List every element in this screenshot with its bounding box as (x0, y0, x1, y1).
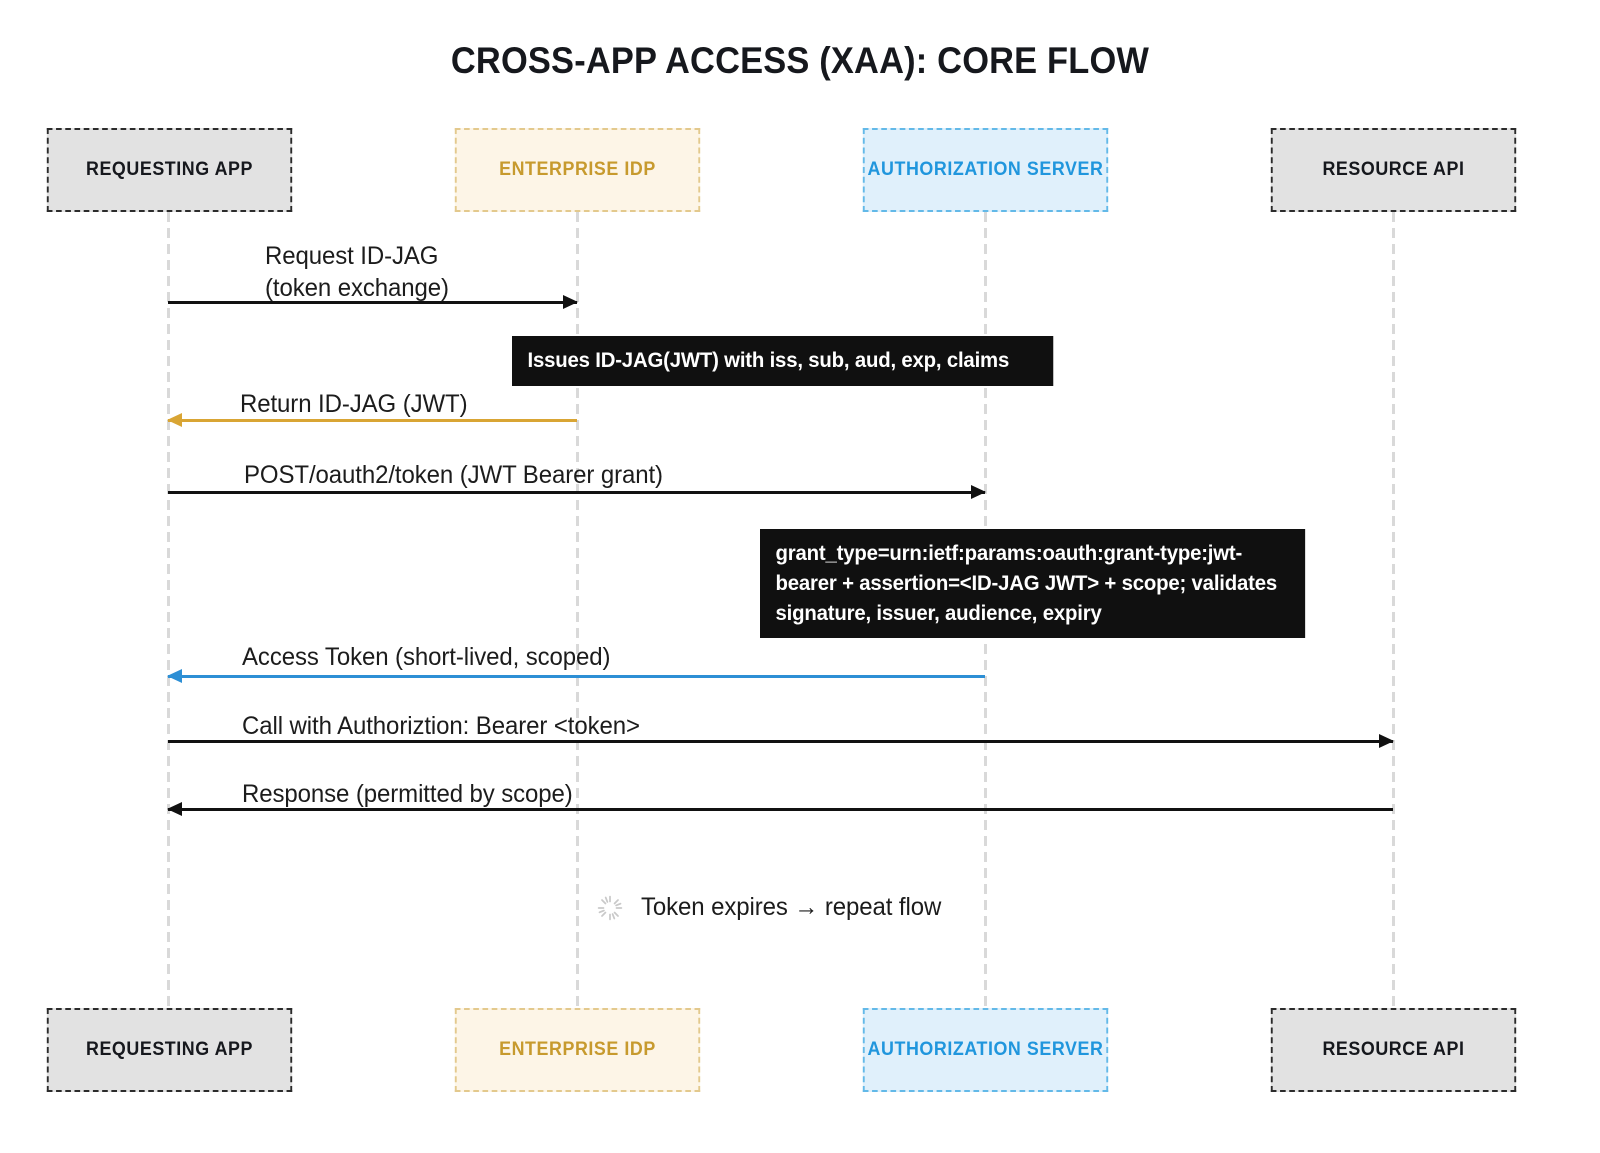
note-grant-type: grant_type=urn:ietf:params:oauth:grant-t… (760, 529, 1306, 639)
token-expiry-label: Token expires → repeat flow (641, 893, 942, 921)
participant-label: AUTHORIZATION SERVER (867, 159, 1104, 181)
participant-label: REQUESTING APP (85, 1039, 253, 1061)
message-arrow-response-scope (167, 802, 1393, 816)
message-label-post-oauth-token: POST/oauth2/token (JWT Bearer grant) (244, 461, 663, 489)
arrow-head (1379, 734, 1394, 748)
message-arrow-post-oauth-token (168, 485, 986, 499)
participant-top-enterprise-idp[interactable]: ENTERPRISE IdP (454, 128, 701, 212)
participant-top-requesting-app[interactable]: REQUESTING APP (46, 128, 293, 212)
note-issues-id-jag: Issues ID-JAG(JWT) with iss, sub, aud, e… (512, 336, 1054, 386)
token-expiry-marker: Token expires → repeat flow (597, 893, 954, 922)
message-arrow-request-id-jag (168, 295, 578, 309)
lifeline-requesting-app (167, 212, 170, 1012)
arrow-shaft (168, 675, 985, 678)
message-label-response-scope: Response (permitted by scope) (242, 780, 573, 808)
participant-label: ENTERPRISE IdP (499, 1039, 656, 1061)
participant-label: RESOURCE API (1322, 159, 1465, 181)
arrow-head (563, 295, 578, 309)
arrow-shaft (168, 808, 1393, 811)
participant-label: AUTHORIZATION SERVER (867, 1039, 1104, 1061)
participant-bottom-enterprise-idp[interactable]: ENTERPRISE IdP (454, 1008, 701, 1092)
arrow-shaft (168, 419, 577, 422)
message-label-request-id-jag: Request ID-JAG (token exchange) (265, 242, 449, 302)
arrow-head (167, 413, 182, 427)
message-arrow-call-with-bearer (168, 734, 1394, 748)
participant-top-authorization-server[interactable]: AUTHORIZATION SERVER (862, 128, 1109, 212)
message-arrow-return-id-jag (167, 413, 577, 427)
message-label-access-token: Access Token (short-lived, scoped) (242, 643, 611, 671)
arrow-shaft (168, 491, 985, 494)
participant-bottom-authorization-server[interactable]: AUTHORIZATION SERVER (862, 1008, 1109, 1092)
page-title: CROSS-APP ACCESS (XAA): CORE FLOW (450, 40, 1150, 81)
arrow-head (971, 485, 986, 499)
arrow-shaft (168, 301, 577, 304)
message-label-call-with-bearer: Call with Authoriztion: Bearer <token> (242, 712, 640, 740)
spinner-icon (597, 895, 623, 920)
participant-top-resource-api[interactable]: RESOURCE API (1270, 128, 1517, 212)
lifeline-enterprise-idp (576, 212, 579, 1012)
message-label-return-id-jag: Return ID-JAG (JWT) (240, 390, 468, 418)
participant-label: RESOURCE API (1322, 1039, 1465, 1061)
arrow-shaft (168, 740, 1393, 743)
arrow-head (167, 669, 182, 683)
message-arrow-access-token (167, 669, 985, 683)
participant-label: REQUESTING APP (85, 159, 253, 181)
participant-bottom-resource-api[interactable]: RESOURCE API (1270, 1008, 1517, 1092)
arrow-head (167, 802, 182, 816)
lifeline-resource-api (1392, 212, 1395, 1012)
participant-bottom-requesting-app[interactable]: REQUESTING APP (46, 1008, 293, 1092)
participant-label: ENTERPRISE IdP (499, 159, 656, 181)
